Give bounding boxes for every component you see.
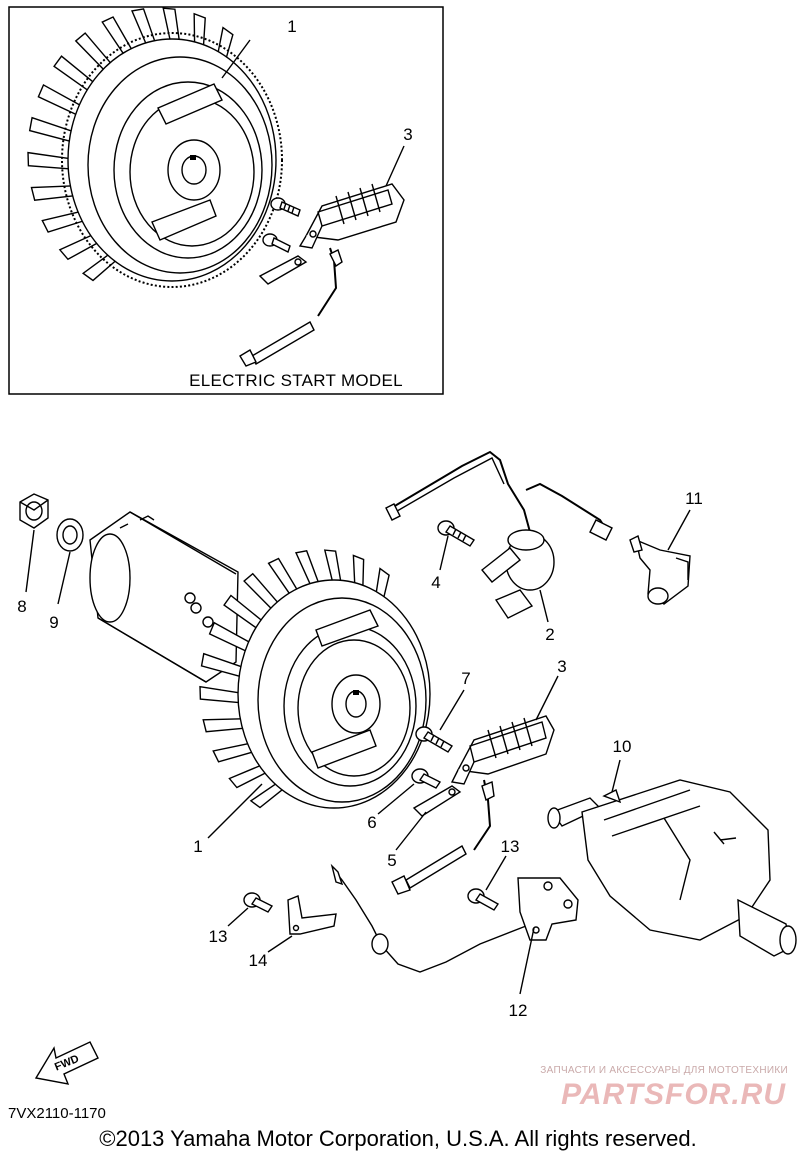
callout-8: 8 (17, 597, 26, 616)
inset-leader-3 (385, 145, 405, 187)
sensor-bolt (467, 888, 500, 911)
callout-1: 1 (193, 837, 202, 856)
inset-title: ELECTRIC START MODEL (189, 371, 403, 390)
inset-lead-wire (239, 247, 343, 367)
oil-sensor (330, 863, 579, 973)
leader-9 (57, 551, 71, 605)
charge-screw (415, 726, 453, 753)
leader-2 (539, 589, 549, 623)
inset-charge-coil (298, 183, 405, 249)
cooling-fin (74, 32, 115, 74)
leader-11 (667, 509, 691, 551)
cooling-fin (323, 549, 343, 588)
leader-3 (535, 675, 559, 721)
cooling-fin (228, 764, 268, 789)
callout-2: 2 (545, 625, 554, 644)
cooling-fin (27, 151, 73, 170)
cooling-fin (199, 685, 241, 704)
ignition-screw (437, 520, 475, 547)
inset-leader-1 (221, 39, 251, 79)
bracket-bolt (243, 892, 274, 913)
bracket (287, 895, 337, 935)
watermark-logo: PARTSFOR.RU (561, 1078, 786, 1111)
callout-7: 7 (461, 669, 470, 688)
inset-panel: 1 3 ELECTRIC STAR (8, 6, 444, 395)
callout-9: 9 (49, 613, 58, 632)
nut (19, 493, 49, 529)
inset-callout-3: 3 (403, 125, 412, 144)
cooling-fin (30, 185, 78, 201)
callout-14: 14 (249, 951, 268, 970)
leader-12 (519, 927, 535, 995)
inset-lead-clamp (258, 255, 308, 285)
clamp-screw (411, 768, 442, 789)
callout-11: 11 (685, 489, 703, 508)
cooling-fin (58, 232, 102, 261)
cooling-fin (202, 718, 245, 733)
cooling-fin (81, 251, 121, 282)
cooling-fin (294, 550, 321, 589)
fwd-arrow: FWD (34, 1041, 99, 1085)
cooling-fin (208, 621, 252, 653)
callout-12: 12 (509, 1001, 528, 1020)
crankshaft (547, 779, 797, 957)
callout-10: 10 (613, 737, 632, 756)
cooling-fin (101, 16, 136, 60)
charge-coil-lead (391, 779, 495, 895)
cooling-fin (41, 210, 88, 233)
callout-4: 4 (431, 573, 440, 592)
cooling-fin (249, 781, 286, 809)
cooling-fin (212, 742, 255, 763)
inset-screw-lower (262, 233, 291, 253)
cooling-fin (243, 572, 281, 611)
cooling-fin (131, 8, 158, 51)
copyright-line: ©2013 Yamaha Motor Corporation, U.S.A. A… (99, 1126, 696, 1151)
leader-14 (267, 935, 293, 953)
leader-13-left (227, 907, 249, 927)
inset-screw-upper (270, 197, 301, 217)
callout-6: 6 (367, 813, 376, 832)
diagram-code: 7VX2110-1170 (8, 1105, 106, 1122)
leader-6 (377, 783, 415, 815)
cooling-fin (267, 557, 300, 597)
leader-4 (439, 535, 449, 571)
starter-cup (89, 511, 239, 683)
callout-3: 3 (557, 657, 566, 676)
inset-callout-1: 1 (287, 17, 296, 36)
washer (56, 518, 84, 552)
leader-10 (611, 759, 621, 793)
leader-1 (207, 783, 263, 839)
leader-5 (395, 811, 427, 851)
leader-8 (25, 529, 35, 593)
leader-7 (439, 689, 465, 731)
cooling-fin (223, 594, 264, 630)
spark-plug-cap (629, 534, 691, 605)
flywheel (199, 549, 431, 809)
callout-13-left: 13 (209, 927, 228, 946)
callout-13-right: 13 (501, 837, 520, 856)
lead-clamp (412, 785, 462, 817)
charge-coil (450, 715, 555, 785)
cooling-fin (200, 652, 244, 678)
woodruff-key (602, 789, 622, 804)
cooling-fin (53, 55, 98, 94)
watermark-tagline: ЗАПЧАСТИ И АКСЕССУАРЫ ДЛЯ МОТОТЕХНИКИ (540, 1065, 788, 1076)
callout-5: 5 (387, 851, 396, 870)
ignition-coil (385, 450, 613, 619)
leader-13-right (485, 855, 507, 891)
inset-flywheel (27, 7, 283, 288)
